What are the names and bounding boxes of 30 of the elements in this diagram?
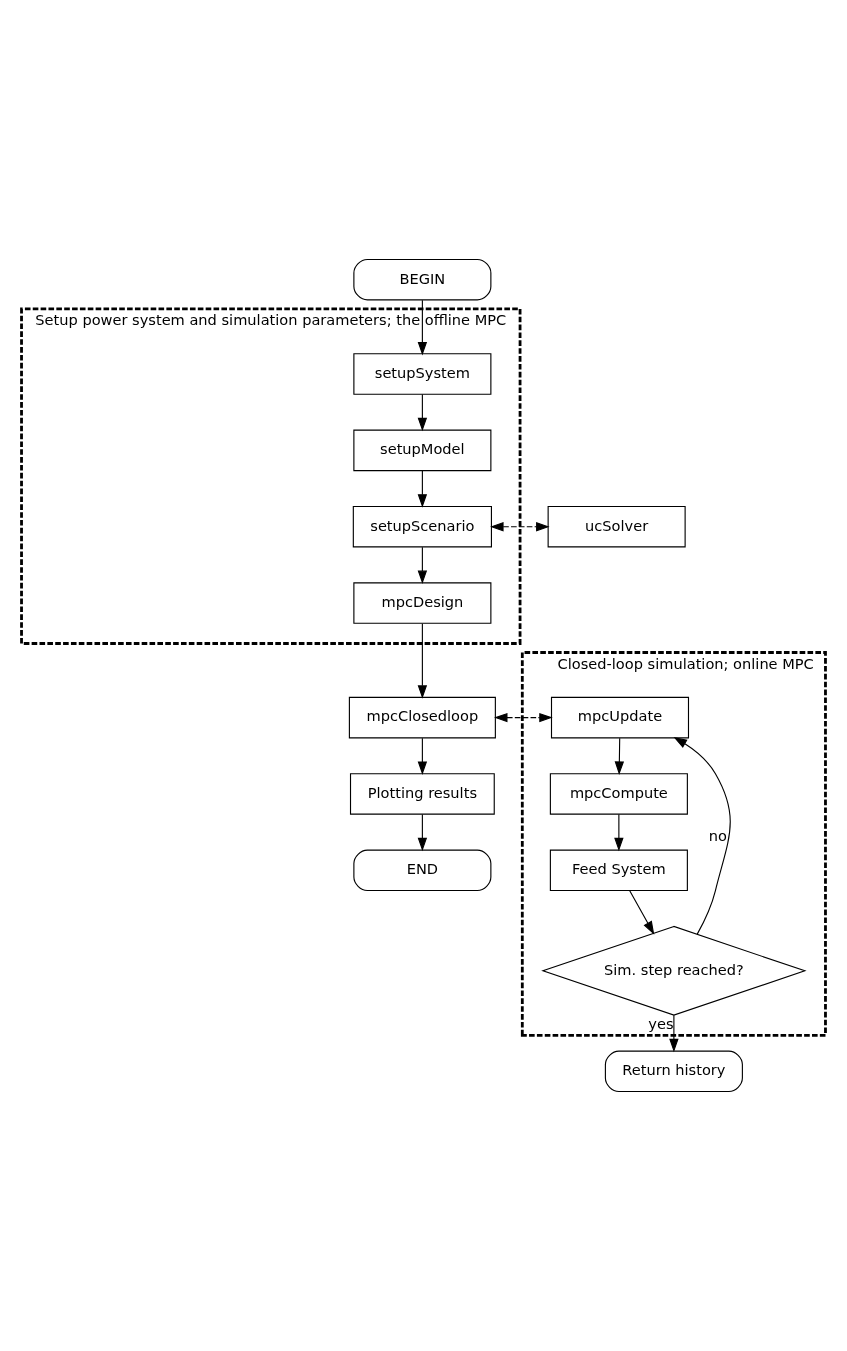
node-box: Feed System [549,849,688,892]
node-box: ucSolver [547,505,686,548]
arrow [490,522,550,532]
arrow [673,737,731,935]
arrow [614,737,625,775]
arrow [494,712,553,723]
node-box: Return history [604,1050,743,1093]
arrow [417,470,428,508]
node-box: setupModel [353,429,492,472]
edge-label: yes [648,1014,674,1032]
node-box: mpcDesign [353,582,492,624]
node-box: setupSystem [353,353,492,395]
arrow [417,546,428,585]
node-box: mpcUpdate [550,696,690,739]
edge-label: no [708,826,727,844]
node-box: Plotting results [349,773,495,815]
arrow [417,394,428,432]
arrow [417,623,428,699]
node-box: BEGIN [353,258,492,301]
arrow [614,814,624,852]
node-box: mpcCompute [549,773,688,815]
arrow [417,814,428,852]
arrow [417,299,428,356]
arrow [629,890,655,935]
arrow [417,737,428,775]
node-box: mpcClosedloop [348,696,496,739]
node-box: END [353,849,492,892]
node-box: setupScenario [352,505,492,548]
node-diamond: Sim. step reached? [541,925,807,1016]
arrow [669,1014,679,1053]
